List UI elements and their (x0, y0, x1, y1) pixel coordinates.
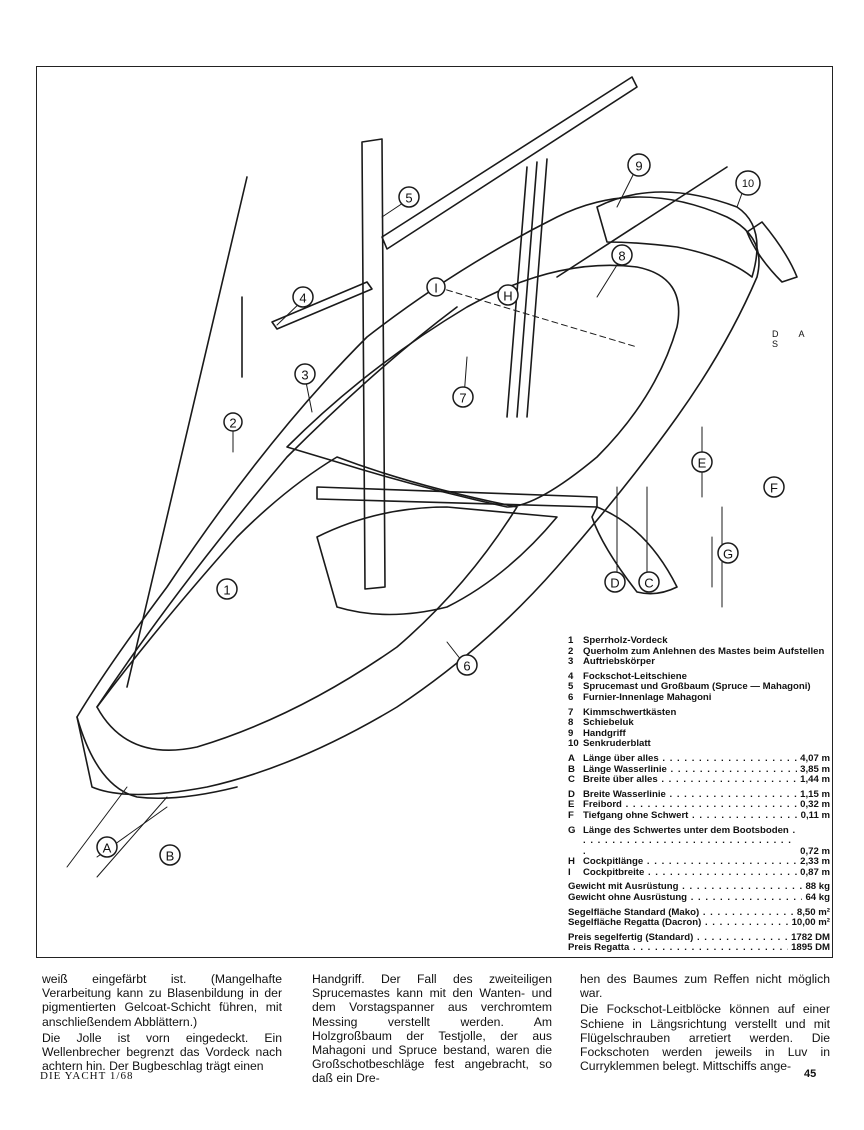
drawing-lettering: D A S (772, 329, 814, 349)
dinghy-drawing: 1 2 3 4 5 6 7 8 9 10 A B D C E F G H I (66, 76, 798, 878)
foredeck (96, 456, 518, 751)
page-number: 45 (804, 1068, 817, 1080)
deck-edge (96, 306, 458, 708)
dim-H: HCockpitlänge2,33 m (568, 857, 830, 868)
callout-H: H (503, 289, 512, 304)
callout-E: E (698, 456, 707, 471)
transom (596, 191, 758, 278)
callout-G: G (723, 547, 733, 562)
rudder-blade (746, 221, 798, 283)
centreboard (591, 506, 678, 595)
price-standard: Preis segelfertig (Standard)1782 DM (568, 932, 830, 944)
callout-3: 3 (301, 368, 308, 383)
callout-I: I (434, 281, 438, 296)
magazine-footer: DIE YACHT 1/68 (40, 1070, 134, 1082)
jib-track (271, 281, 373, 330)
cockpit-outline (286, 264, 680, 508)
callout-4: 4 (299, 291, 306, 306)
callout-D: D (610, 576, 619, 591)
callout-A: A (103, 841, 112, 856)
mast (361, 138, 386, 590)
paragraph: hen des Baumes zum Reffen nicht möglich … (580, 972, 830, 1001)
forestay (126, 176, 248, 688)
paragraph: Die Fockschot-Leitblöcke können auf eine… (580, 1002, 830, 1074)
text-column-2: Handgriff. Der Fall des zweiteiligen Spr… (312, 972, 552, 1088)
dim-I: ICockpitbreite0,87 m (568, 867, 830, 879)
thwart (316, 486, 598, 508)
paragraph: weiß eingefärbt ist. (Mangelhafte Verarb… (42, 972, 282, 1029)
text-column-3: hen des Baumes zum Reffen nicht möglich … (580, 972, 830, 1075)
price-regatta: Preis Regatta1895 DM (568, 943, 830, 955)
paragraph: Die Jolle ist vorn eingedeckt. Ein Welle… (42, 1030, 282, 1074)
boom (381, 76, 638, 250)
paragraph: Handgriff. Der Fall des zweiteiligen Spr… (312, 972, 552, 1086)
callout-1: 1 (223, 583, 230, 598)
callout-5: 5 (405, 191, 412, 206)
callout-6: 6 (463, 659, 470, 674)
callout-F: F (770, 481, 778, 496)
callout-B: B (166, 849, 175, 864)
illustration-frame: 1 2 3 4 5 6 7 8 9 10 A B D C E F G H I D… (36, 66, 833, 958)
dim-E: EFreibord0,32 m (568, 800, 830, 811)
weight-with-gear: Gewicht mit Ausrüstung88 kg (568, 882, 830, 894)
callout-C: C (644, 576, 653, 591)
callout-2: 2 (229, 416, 236, 431)
hull-bottom (76, 716, 238, 800)
sail-area-regatta: Segelfläche Regatta (Dacron)10,00 m² (568, 918, 830, 929)
weight-without-gear: Gewicht ohne Ausrüstung64 kg (568, 892, 830, 904)
sail-area-standard: Segelfläche Standard (Mako)8,50 m² (568, 907, 830, 919)
floorboards (316, 506, 558, 616)
callout-8: 8 (618, 249, 625, 264)
callout-10: 10 (742, 178, 754, 190)
callout-9: 9 (635, 159, 642, 174)
text-column-1: weiß eingefärbt ist. (Mangelhafte Verarb… (42, 972, 282, 1075)
tiller (556, 166, 728, 278)
hull-outline (76, 196, 760, 796)
callout-7: 7 (459, 391, 466, 406)
